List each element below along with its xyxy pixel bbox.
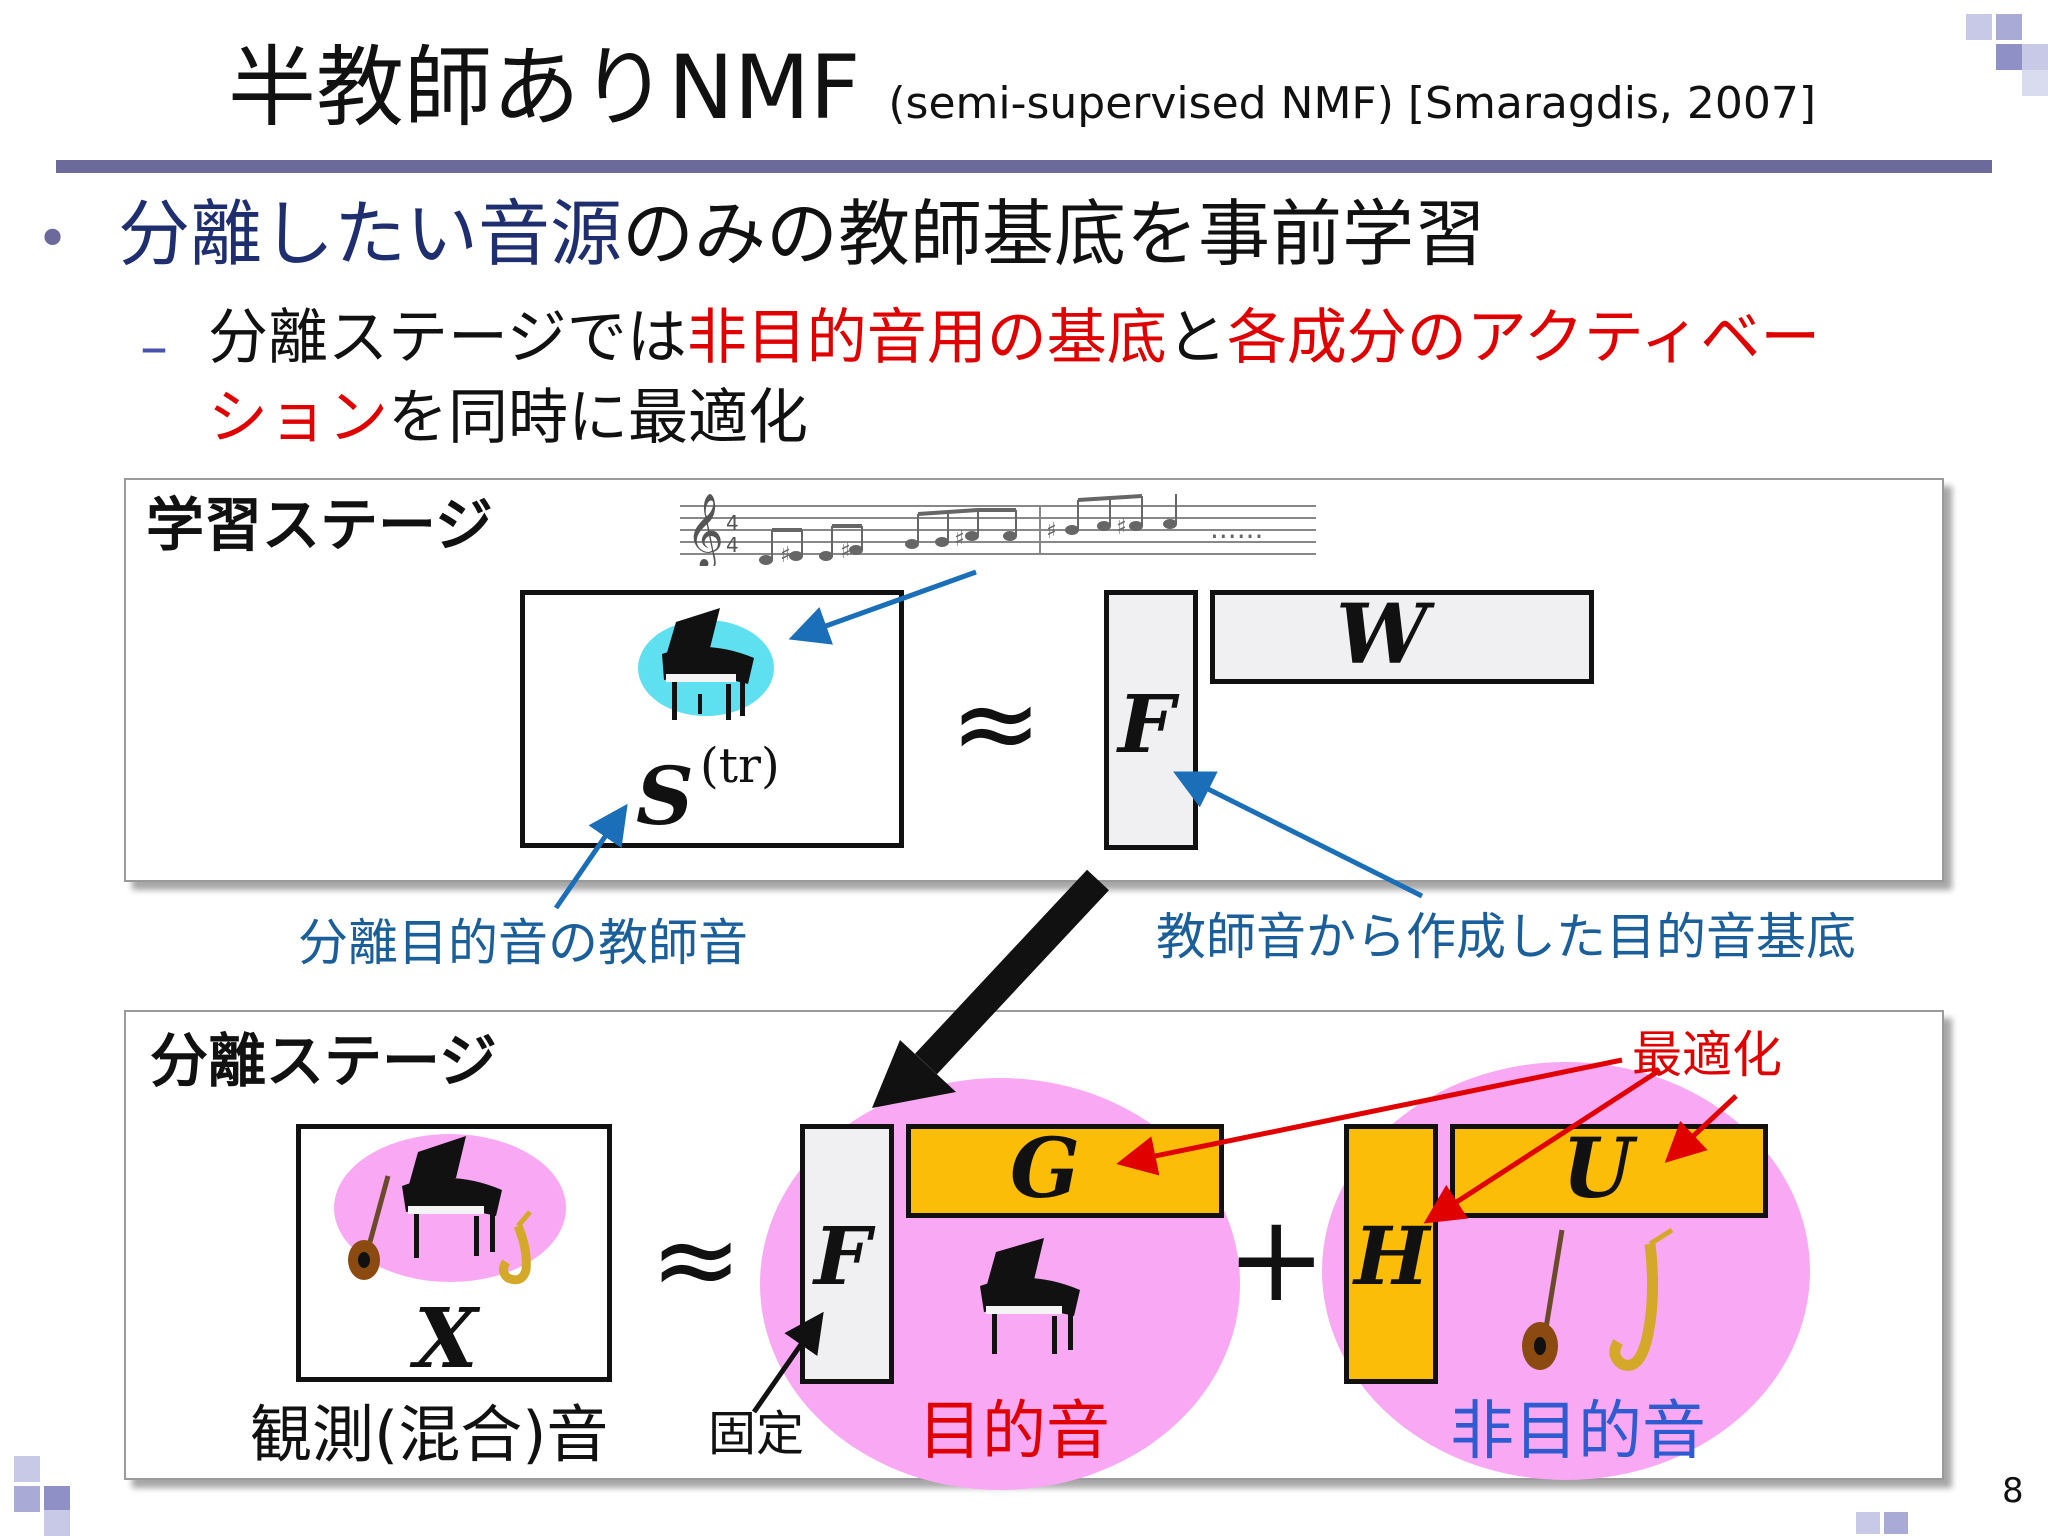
guitar-icon	[348, 1175, 391, 1280]
H-symbol: H	[1354, 1209, 1430, 1303]
bullet-highlight: 分離したい音源	[118, 192, 623, 276]
caption-target-basis: 教師音から作成した目的音基底	[1156, 908, 1856, 966]
svg-text:♯: ♯	[954, 527, 965, 552]
staff-dots: ......	[1210, 512, 1263, 545]
title-sub: (semi-supervised NMF) [Smaragdis, 2007]	[888, 78, 1816, 129]
sub-bullet-line-2: ションを同時に最適化	[208, 388, 808, 448]
separation-stage-label: 分離ステージ	[150, 1027, 497, 1095]
caption-nontarget-sound: 非目的音	[1450, 1395, 1706, 1469]
title-main: 半教師ありNMF	[228, 36, 861, 139]
optimize-label: 最適化	[1632, 1026, 1782, 1084]
music-staff-icon: 𝄞 4 4 ♯ ♯ ♯ ♯ ♯ ......	[680, 494, 1316, 566]
piano-icon	[402, 1136, 502, 1258]
activation-matrix-W	[1210, 590, 1594, 684]
title-rule	[56, 160, 1992, 173]
bullet-dot: •	[36, 207, 70, 272]
W-symbol: W	[1336, 587, 1429, 683]
nontarget-instruments-icon	[1522, 1227, 1674, 1371]
guitar-icon	[1522, 1229, 1565, 1370]
approx-symbol-separation: ≈	[650, 1195, 743, 1323]
svg-text:♯: ♯	[780, 543, 791, 566]
approx-symbol-learning: ≈	[950, 659, 1043, 787]
caption-target-sound: 目的音	[918, 1395, 1110, 1469]
G-symbol: G	[1010, 1121, 1081, 1217]
svg-text:♯: ♯	[840, 539, 851, 564]
sub-text-e: ション	[208, 383, 388, 453]
svg-text:♯: ♯	[1116, 515, 1127, 540]
mixture-spectrogram-box	[296, 1124, 612, 1382]
sub-text-b: 非目的音用の基底	[686, 303, 1167, 373]
learning-stage-panel	[124, 478, 1944, 882]
sub-bullet-line-1: 分離ステージでは非目的音用の基底と各成分のアクティベー	[208, 308, 1820, 368]
mixture-instruments-icon	[334, 1134, 566, 1285]
main-bullet: 分離したい音源のみの教師基底を事前学習	[118, 198, 1486, 270]
caption-observed-mixture: 観測(混合)音	[250, 1398, 609, 1471]
saxophone-icon	[1609, 1227, 1674, 1371]
learning-stage-label: 学習ステージ	[146, 491, 493, 559]
U-symbol: U	[1562, 1121, 1634, 1217]
X-symbol: X	[414, 1291, 478, 1387]
sub-text-f: を同時に最適化	[388, 383, 808, 453]
svg-text:4: 4	[726, 533, 739, 557]
sub-text-c: と	[1166, 303, 1227, 373]
caption-teacher-sound: 分離目的音の教師音	[298, 914, 748, 972]
caption-fixed: 固定	[708, 1406, 805, 1462]
sub-text-d: 各成分のアクティベー	[1226, 303, 1821, 373]
piano-icon	[638, 608, 774, 720]
piano-icon	[980, 1238, 1080, 1354]
saxophone-icon	[498, 1210, 532, 1285]
F-symbol-separation: F	[814, 1209, 871, 1303]
S-superscript: (tr)	[700, 738, 780, 794]
page-number: 8	[2002, 1471, 2024, 1511]
svg-text:𝄞: 𝄞	[686, 494, 724, 566]
slide-title: 半教師ありNMF (semi-supervised NMF) [Smaragdi…	[228, 44, 1816, 132]
svg-text:♯: ♯	[1046, 519, 1057, 544]
training-spectrogram-box	[520, 590, 904, 848]
bullet-text: のみの教師基底を事前学習	[622, 192, 1487, 276]
sub-text-a: 分離ステージでは	[208, 303, 687, 373]
sub-bullet-dash: –	[140, 315, 168, 380]
S-symbol: S	[636, 749, 694, 843]
svg-text:4: 4	[726, 511, 739, 535]
F-symbol-learning: F	[1118, 677, 1175, 771]
plus-symbol: +	[1226, 1190, 1327, 1329]
